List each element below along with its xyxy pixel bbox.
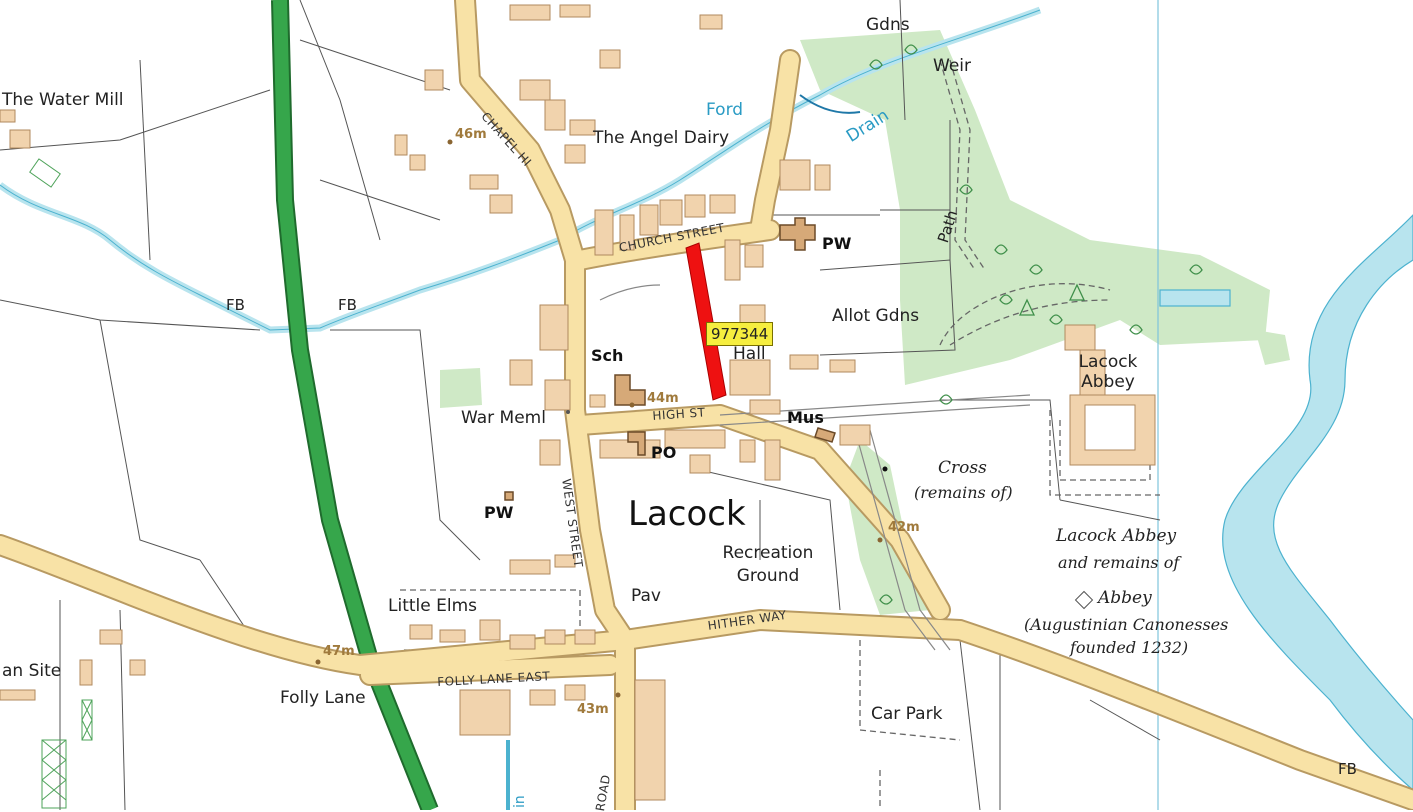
- drain-channel: [799, 94, 861, 114]
- abbey-remains-symbol: [1074, 590, 1094, 610]
- label-fb-left: FB: [226, 296, 245, 314]
- highlighted-property: [685, 242, 727, 401]
- label-weir: Weir: [933, 56, 971, 76]
- label-pav: Pav: [631, 586, 661, 606]
- label-fb-right: FB: [1338, 760, 1357, 778]
- label-car-park: Car Park: [871, 704, 943, 724]
- label-angel-dairy: The Angel Dairy: [593, 128, 730, 148]
- label-po: PO: [651, 443, 677, 462]
- label-sch: Sch: [591, 346, 624, 365]
- label-and-remains-of: and remains of: [1058, 553, 1180, 572]
- post-office-building: [627, 431, 646, 456]
- abbey-cloister: [1084, 404, 1136, 451]
- spot-height-dots: [315, 139, 883, 698]
- label-recreation-ground: Recreation Ground: [722, 543, 814, 586]
- label-allot-gdns-top: Gdns: [866, 15, 910, 35]
- property-reference-tag[interactable]: 977344: [706, 322, 774, 346]
- spot-height-46m: 46m: [455, 127, 487, 142]
- chapel-pw: [504, 491, 514, 501]
- stream-north-edge: [0, 9, 1041, 331]
- label-ford: Ford: [706, 100, 744, 120]
- river-avon: [1222, 214, 1413, 791]
- label-pw-church: PW: [822, 234, 852, 253]
- glasshouses: [29, 158, 93, 809]
- spot-height-42m: 42m: [888, 520, 920, 535]
- label-mus: Mus: [787, 408, 824, 427]
- label-the-water-mill: The Water Mill: [2, 90, 124, 110]
- spot-height-44m: 44m: [647, 391, 679, 406]
- label-lacock-abbey-upper: Lacock Abbey: [1078, 352, 1138, 393]
- spot-height-47m: 47m: [323, 644, 355, 659]
- label-little-elms: Little Elms: [388, 596, 477, 616]
- label-pw-chapel: PW: [484, 503, 514, 522]
- spot-height-43m: 43m: [577, 702, 609, 717]
- label-high-st: HIGH ST: [651, 405, 706, 423]
- abbey-grounds-woodland: [800, 30, 1270, 385]
- label-augustinian: (Augustinian Canonesses: [1024, 615, 1229, 634]
- label-allot-gdns: Allot Gdns: [832, 306, 920, 326]
- abbey-pond: [1159, 289, 1231, 307]
- field-woodland-left: [440, 368, 482, 408]
- churches: [504, 217, 836, 501]
- war-memorial-marker: [566, 410, 570, 414]
- label-lacock-abbey-italic: Lacock Abbey: [1056, 526, 1177, 546]
- label-cross: Cross: [938, 458, 987, 478]
- label-fb-mid: FB: [338, 296, 357, 314]
- label-caravan-site: an Site: [2, 661, 62, 681]
- church-pw: [779, 217, 816, 251]
- label-remains-of: (remains of): [914, 483, 1013, 502]
- label-war-meml: War Meml: [461, 408, 546, 428]
- label-founded: founded 1232): [1070, 638, 1189, 657]
- label-drain-bottom: in: [512, 795, 528, 808]
- tree-symbols: [869, 44, 1203, 605]
- label-folly-lane: Folly Lane: [280, 688, 366, 708]
- river-bank-woodland: [1255, 330, 1290, 365]
- label-lacock: Lacock: [628, 494, 746, 534]
- museum-building: [814, 427, 836, 443]
- label-abbey: Abbey: [1098, 588, 1152, 608]
- cross-marker: [882, 466, 888, 472]
- label-hall: Hall: [733, 344, 766, 364]
- school-building: [614, 374, 646, 406]
